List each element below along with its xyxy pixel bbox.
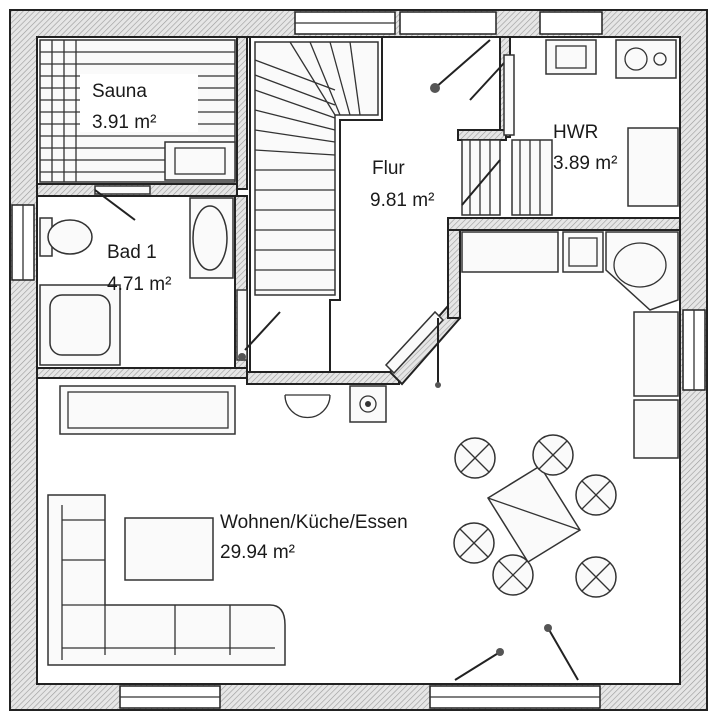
room-label-wohnen: Wohnen/Küche/Essen 29.94 m² bbox=[220, 512, 408, 563]
toilet bbox=[39, 217, 93, 257]
room-area-sauna: 3.91 m² bbox=[92, 112, 156, 133]
hwr-dryer bbox=[627, 127, 679, 207]
windows bbox=[11, 11, 706, 709]
room-label-flur: Flur 9.81 m² bbox=[370, 158, 434, 211]
kitchen-counter bbox=[461, 231, 679, 459]
sauna-door bbox=[94, 185, 151, 221]
washbasin bbox=[189, 197, 234, 279]
room-name-flur: Flur bbox=[372, 158, 405, 179]
shower bbox=[39, 284, 121, 366]
room-name-bad1: Bad 1 bbox=[107, 242, 157, 263]
bath-door bbox=[236, 289, 281, 361]
kitchen-door bbox=[384, 310, 445, 388]
sauna-bench bbox=[39, 39, 236, 183]
room-label-sauna: Sauna 3.91 m² bbox=[92, 81, 156, 133]
outer-walls bbox=[9, 9, 708, 711]
room-label-hwr: HWR 3.89 m² bbox=[553, 122, 617, 174]
dining-chairs bbox=[453, 434, 617, 598]
sofa bbox=[47, 494, 286, 666]
staircase bbox=[249, 36, 383, 372]
stove bbox=[284, 385, 387, 423]
room-area-hwr: 3.89 m² bbox=[553, 153, 617, 174]
sideboard bbox=[59, 385, 236, 435]
hwr-sink bbox=[545, 39, 597, 75]
dining-table bbox=[486, 464, 582, 564]
coffee-table bbox=[124, 517, 214, 581]
room-area-wohnen: 29.94 m² bbox=[220, 542, 295, 563]
room-name-hwr: HWR bbox=[553, 122, 598, 143]
hwr-washer bbox=[615, 39, 677, 79]
room-label-bad1: Bad 1 4.71 m² bbox=[107, 242, 171, 295]
room-name-sauna: Sauna bbox=[92, 81, 147, 102]
entry-door bbox=[430, 39, 515, 136]
room-name-wohnen: Wohnen/Küche/Essen bbox=[220, 512, 408, 533]
interior-walls bbox=[36, 36, 681, 386]
hwr-stairs bbox=[461, 139, 553, 216]
terrace-door bbox=[454, 624, 579, 681]
room-area-bad1: 4.71 m² bbox=[107, 274, 171, 295]
room-area-flur: 9.81 m² bbox=[370, 190, 434, 211]
